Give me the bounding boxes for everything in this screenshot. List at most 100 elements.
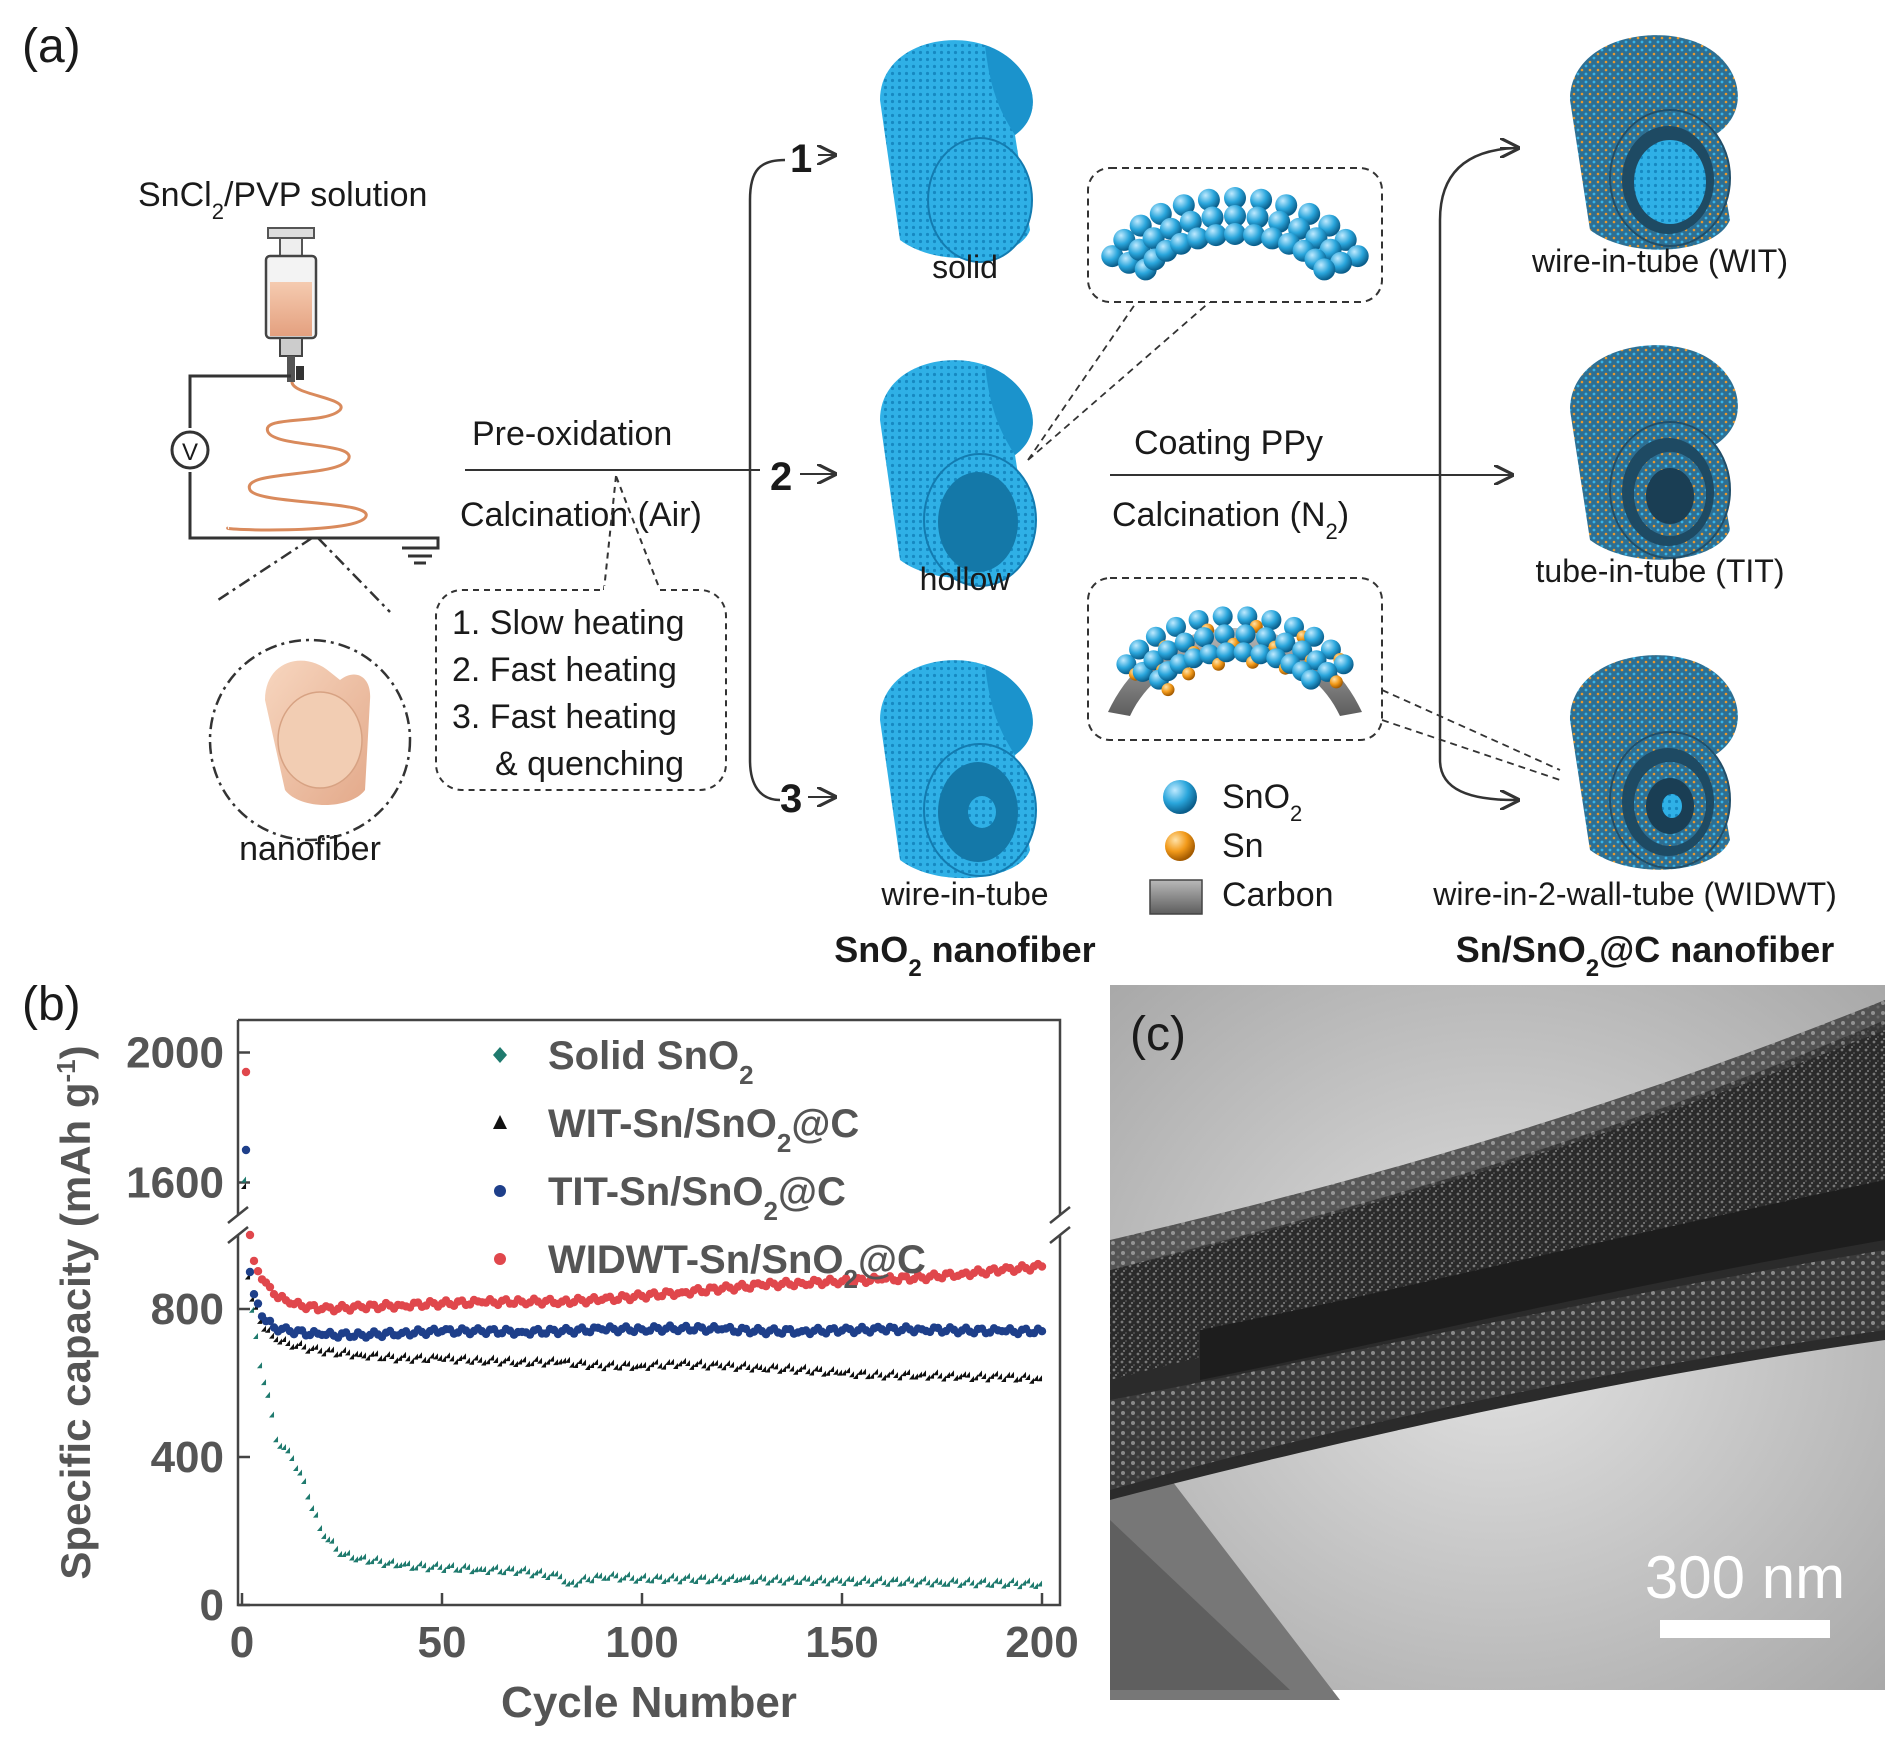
data-point-interp [677,1578,683,1585]
tit-fiber-icon [1570,345,1738,560]
data-point-interp [445,1352,451,1359]
data-point-interp [629,1364,635,1371]
data-point-interp [897,1374,903,1381]
data-point-interp [469,1358,475,1365]
data-point-interp [913,1581,919,1588]
data-point-interp [369,1350,375,1357]
data-point-interp [1001,1376,1007,1383]
data-point-interp [389,1557,395,1564]
data-point-interp [577,1357,583,1364]
data-point-interp [261,1379,267,1386]
data-point-interp [353,1350,359,1357]
data-point-interp [401,1560,407,1567]
wit-fiber-icon [1570,35,1738,250]
data-point [437,1354,443,1361]
data-point-interp [421,1562,427,1569]
data-point-interp [549,1355,555,1362]
data-point-interp [405,1355,411,1362]
data-point-interp [941,1580,947,1587]
data-point [397,1328,407,1338]
data-point [357,1330,367,1340]
data-point-interp [417,1560,423,1567]
data-point-interp [641,1572,647,1579]
data-point-interp [453,1358,459,1365]
data-point [877,1371,883,1378]
x-tick-label: 50 [418,1618,467,1667]
data-point [437,1327,447,1336]
data-point-interp [805,1368,811,1375]
data-point-interp [909,1577,915,1584]
data-point-interp [713,1359,719,1366]
data-point-interp [905,1575,911,1582]
data-point-interp [633,1363,639,1370]
data-point-interp [797,1579,803,1586]
y-tick-label: 400 [151,1433,224,1482]
data-point-interp [365,1354,371,1361]
data-point [269,1332,275,1339]
data-point-interp [449,1355,455,1362]
data-point [837,1369,843,1376]
data-point-interp [277,1442,283,1449]
heating-option-1: 1. Slow heating [452,604,685,642]
data-point-interp [861,1368,867,1375]
data-point-interp [949,1576,955,1583]
data-point-interp [945,1371,951,1378]
data-point-interp [253,1299,263,1308]
data-point-interp [1025,1373,1031,1380]
data-point-interp [785,1575,791,1582]
data-point-interp [265,1282,275,1292]
nanofiber-label: nanofiber [239,830,381,868]
data-point [717,1362,723,1369]
data-point-interp [621,1574,627,1581]
data-point-interp [353,1556,359,1563]
data-point-interp [649,1577,655,1584]
data-point-interp [501,1569,507,1576]
heating-option-3: 3. Fast heating [452,698,677,736]
data-point-interp [617,1364,623,1371]
data-point-interp [681,1574,687,1581]
data-point-interp [433,1560,439,1567]
data-point-interp [889,1368,895,1375]
data-point-interp [909,1373,915,1380]
data-point-interp [673,1362,679,1369]
data-point-interp [329,1346,335,1353]
circuit-wires [188,374,440,565]
data-point-interp [853,1373,859,1380]
data-point-interp [585,1363,591,1370]
data-point-interp [577,1577,583,1584]
data-point-interp [533,1569,539,1576]
data-point-interp [321,1350,327,1357]
route-number-1: 1 [790,137,812,181]
data-point [241,1067,251,1077]
data-point-interp [289,1343,295,1350]
data-point [597,1325,607,1334]
data-point-interp [1025,1577,1031,1584]
data-point-interp [953,1374,959,1381]
data-point-interp [733,1365,739,1372]
data-point-interp [865,1577,871,1584]
data-point [557,1358,563,1365]
data-point-interp [289,1455,295,1462]
data-point-interp [969,1375,975,1382]
data-point [269,1290,279,1299]
syringe-icon [264,227,318,382]
data-point-interp [305,1347,311,1354]
data-point-interp [593,1358,599,1365]
carbon-legend-icon [1149,879,1203,915]
data-point-interp [777,1367,783,1374]
heating-option-3b: & quenching [495,745,684,783]
data-point-interp [881,1579,887,1586]
data-point-interp [789,1574,795,1581]
data-point-interp [613,1363,619,1370]
data-point-interp [605,1361,611,1368]
data-point-interp [513,1360,519,1367]
data-point [517,1358,523,1365]
structure-solid: solid [932,249,998,285]
data-point-interp [709,1360,715,1367]
data-point-interp [933,1369,939,1376]
data-point-interp [505,1564,511,1571]
data-point [245,1267,255,1277]
data-point-interp [569,1361,575,1368]
data-point-interp [701,1573,707,1580]
